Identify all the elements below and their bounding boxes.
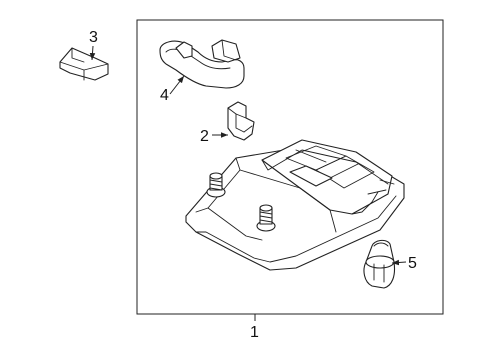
callout-5: 5 xyxy=(408,255,417,272)
part-2-clip xyxy=(227,101,255,141)
leader-5 xyxy=(391,259,407,266)
part-5-bulb xyxy=(363,239,396,289)
part-1-lamp-housing xyxy=(185,139,405,271)
callout-1: 1 xyxy=(250,324,259,341)
assembly-frame xyxy=(136,19,444,315)
leader-4 xyxy=(169,75,185,95)
callout-2: 2 xyxy=(200,128,209,145)
part-4-lamp-bracket xyxy=(159,39,245,89)
leader-3 xyxy=(89,45,96,61)
callout-4: 4 xyxy=(160,87,169,104)
callout-3: 3 xyxy=(89,29,98,46)
part-3-clip xyxy=(59,47,109,81)
